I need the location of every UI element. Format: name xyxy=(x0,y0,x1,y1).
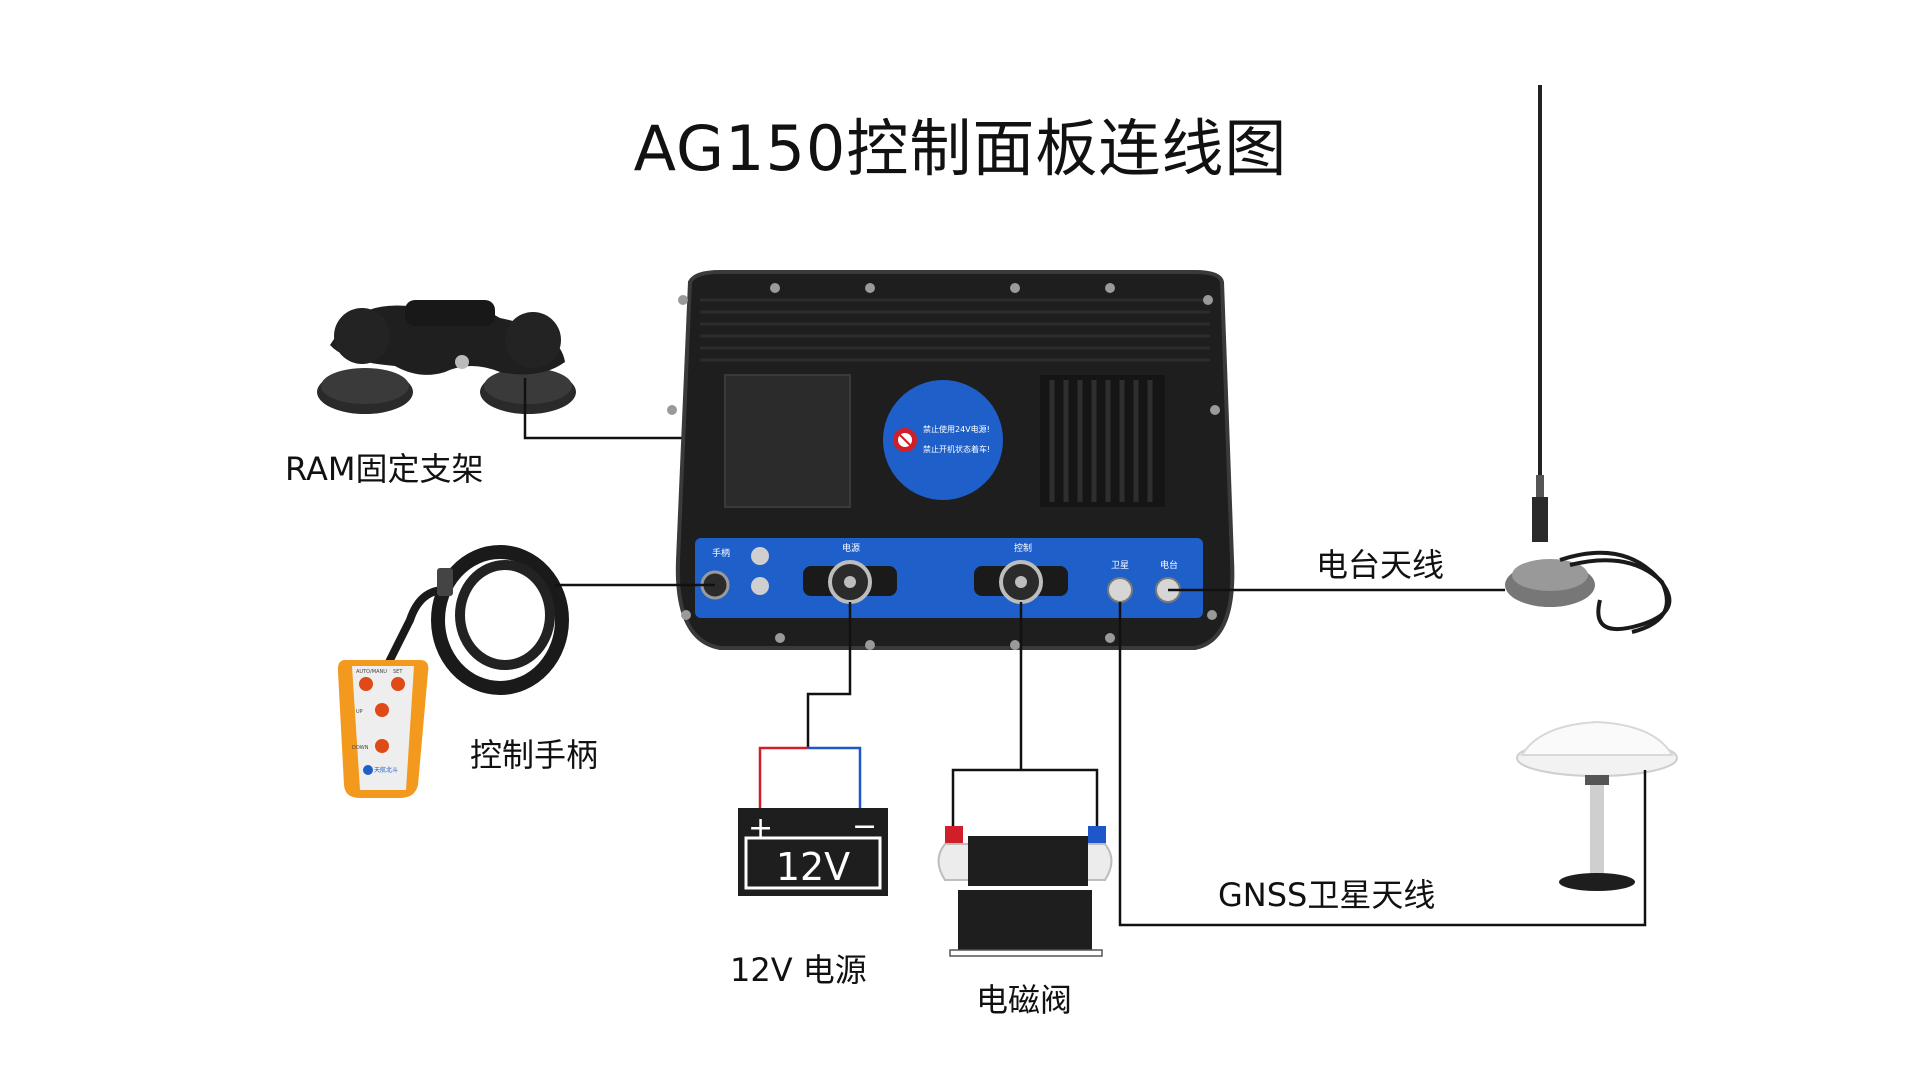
port-power-label: 电源 xyxy=(842,542,860,554)
handle-auto-manual-label: AUTO/MANU xyxy=(356,669,387,675)
radio-antenna-label: 电台天线 xyxy=(1316,546,1445,584)
solenoid-valve-image xyxy=(937,826,1113,957)
handle-down-label: DOWN xyxy=(352,745,369,751)
ram-mount-label: RAM固定支架 xyxy=(285,450,484,488)
power-connector-line xyxy=(806,602,852,748)
port-control-label: 控制 xyxy=(1014,542,1032,554)
battery-image xyxy=(738,808,888,896)
port-handle-label: 手柄 xyxy=(712,547,730,559)
battery-positive-wire xyxy=(758,746,808,808)
gnss-antenna-image xyxy=(1516,720,1678,891)
ram-mount-image xyxy=(317,300,576,414)
battery-plus-label: + xyxy=(748,811,773,846)
battery-minus-label: − xyxy=(852,809,877,844)
warning-line-2: 禁止开机状态着车! xyxy=(923,444,990,454)
control-panel-image xyxy=(667,270,1235,650)
port-satellite-label: 卫星 xyxy=(1111,560,1129,571)
gnss-connector-line xyxy=(1118,602,1647,927)
warning-line-1: 禁止使用24V电源! xyxy=(923,424,990,434)
handle-label: 控制手柄 xyxy=(470,736,599,774)
radio-antenna-image xyxy=(1505,85,1672,634)
valve-wire-loop xyxy=(951,768,1099,828)
diagram-title: AG150控制面板连线图 xyxy=(633,112,1288,185)
gnss-antenna-label: GNSS卫星天线 xyxy=(1218,876,1436,914)
handle-up-label: UP xyxy=(356,709,363,715)
handle-set-label: SET xyxy=(393,669,403,675)
power-label: 12V 电源 xyxy=(730,951,867,989)
battery-voltage-label: 12V xyxy=(776,845,850,889)
control-handle-image xyxy=(337,545,569,798)
handle-brand-label: 天航北斗 xyxy=(374,766,398,774)
port-radio-label: 电台 xyxy=(1160,559,1178,571)
battery-negative-wire xyxy=(808,746,862,808)
valve-label: 电磁阀 xyxy=(976,981,1073,1019)
